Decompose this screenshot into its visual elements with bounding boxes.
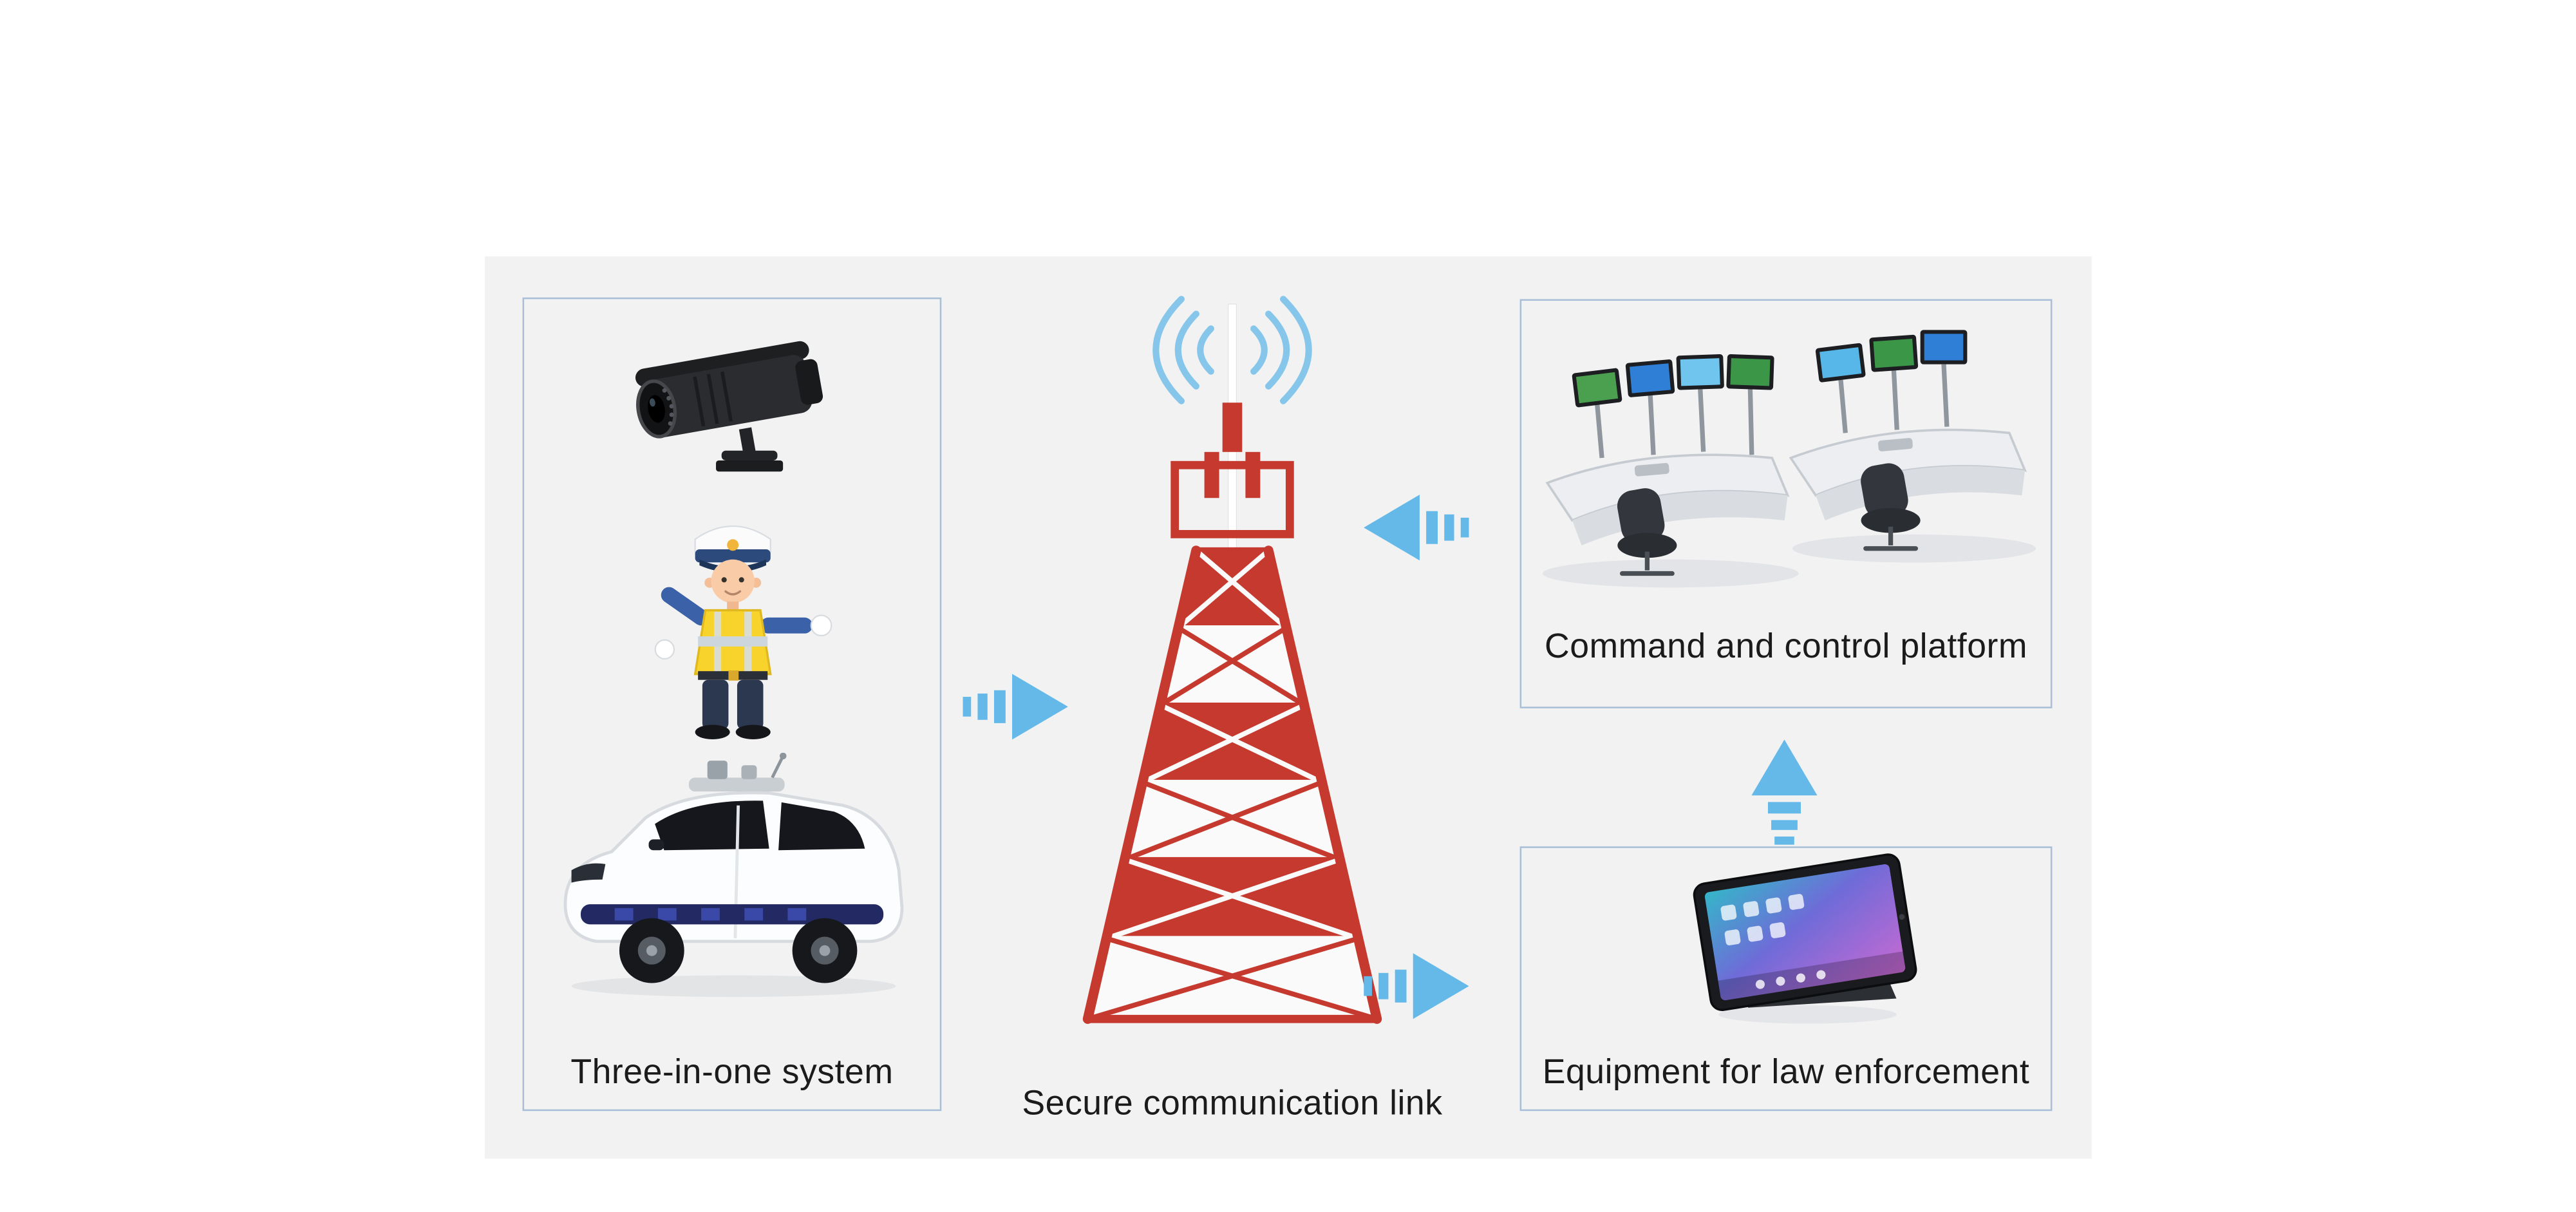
command-platform-box: Command and control platform (1519, 299, 2053, 708)
arrow-command-platform-to-tower-icon (1360, 491, 1469, 563)
signal-waves-icon (1152, 296, 1312, 404)
chair-left (1617, 488, 1677, 576)
traffic-police-officer-icon (610, 489, 856, 751)
command-platform-label: Command and control platform (1544, 627, 2028, 666)
arrow-tower-to-law-enforcement-icon (1364, 950, 1472, 1022)
three-in-one-label: Three-in-one system (570, 1053, 894, 1092)
tablet-icon (1673, 848, 1935, 1030)
law-enforcement-label: Equipment for law enforcement (1542, 1053, 2030, 1092)
communication-tower-icon (1051, 271, 1413, 1043)
three-in-one-box: Three-in-one system (522, 297, 942, 1112)
secure-link-label: Secure communication link (1022, 1084, 1443, 1123)
arrow-three-in-one-to-tower-icon (963, 670, 1071, 743)
patrol-vehicle-icon (541, 752, 927, 1016)
control-room-icon (1538, 314, 2038, 611)
surveillance-camera-icon (618, 322, 856, 489)
console-cluster-right (1789, 330, 2036, 563)
console-cluster-left (1542, 354, 1799, 588)
chair-right (1861, 463, 1921, 551)
law-enforcement-box: Equipment for law enforcement (1519, 846, 2053, 1112)
arrow-law-enforcement-to-command-platform-icon (1748, 736, 1820, 845)
